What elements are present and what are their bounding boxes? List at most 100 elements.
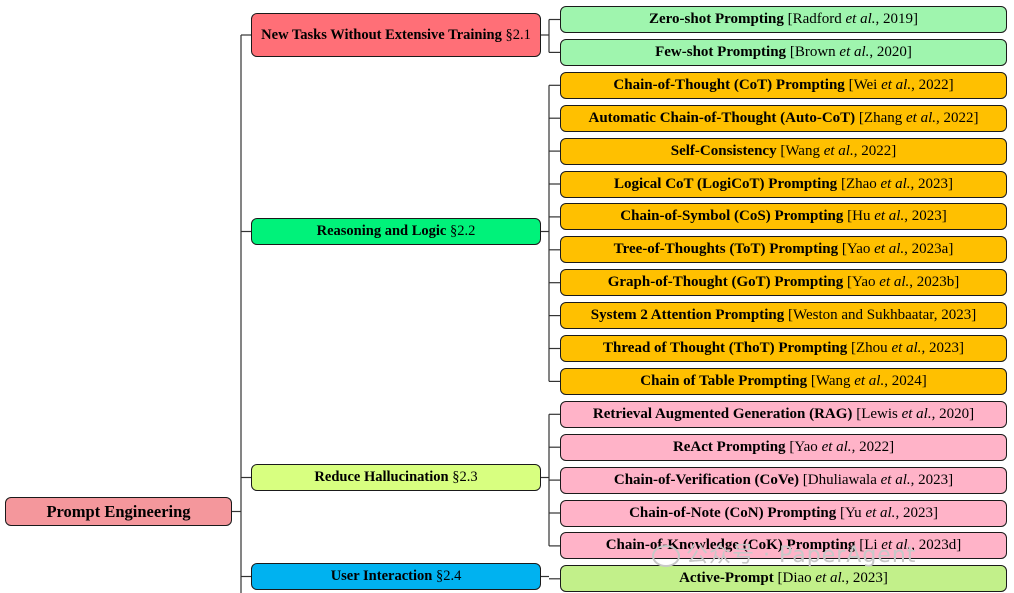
leaf-node: Retrieval Augmented Generation (RAG) [Le… <box>560 400 1007 428</box>
citation-year: 2023 <box>918 175 949 192</box>
citation-etal: et al. <box>879 274 910 291</box>
citation-authors: Radford <box>792 11 842 27</box>
leaf-text: System 2 Attention Prompting [Weston and… <box>590 307 977 324</box>
citation-etal: et al. <box>880 471 911 488</box>
method-name: Chain-of-Note (CoN) Prompting <box>629 504 837 521</box>
category-title: Reduce Hallucination <box>314 469 449 485</box>
leaf-node: Few-shot Prompting [Brown et al., 2020] <box>560 38 1007 66</box>
citation-etal: et al. <box>854 372 885 389</box>
leaf-text: Tree-of-Thoughts (ToT) Prompting [Yao et… <box>613 241 954 258</box>
leaf-node: Graph-of-Thought (GoT) Prompting [Yao et… <box>560 269 1007 297</box>
leaf-text: Zero-shot Prompting [Radford et al., 201… <box>648 11 919 27</box>
method-name: Automatic Chain-of-Thought (Auto-CoT) <box>588 109 856 126</box>
citation-year: 2023 <box>918 471 949 488</box>
leaf-text: Graph-of-Thought (GoT) Prompting [Yao et… <box>607 274 960 291</box>
citation-year: 2023d <box>918 537 957 554</box>
citation-etal: et al. <box>891 340 922 356</box>
leaf-node: Chain of Table Prompting [Wang et al., 2… <box>560 367 1007 395</box>
method-name: Chain-of-Symbol (CoS) Prompting <box>620 208 844 225</box>
citation-year: 2022 <box>859 438 890 455</box>
leaf-node: System 2 Attention Prompting [Weston and… <box>560 302 1007 330</box>
method-name: Chain-of-Verification (CoVe) <box>613 471 799 488</box>
citation-year: 2022 <box>918 76 949 93</box>
leaf-node: Self-Consistency [Wang et al., 2022] <box>560 137 1007 165</box>
method-name: Chain of Table Prompting <box>640 372 808 389</box>
leaf-text: Chain of Table Prompting [Wang et al., 2… <box>640 372 927 389</box>
citation-authors: Weston and Sukhbaatar <box>793 307 934 324</box>
citation-year: 2023 <box>852 570 883 587</box>
method-name: Self-Consistency <box>670 142 777 159</box>
category-text: Reasoning and Logic §2.2 <box>317 223 476 240</box>
citation-year: 2019 <box>883 11 914 27</box>
leaf-text: ReAct Prompting [Yao et al., 2022] <box>672 438 895 455</box>
method-name: ReAct Prompting <box>672 438 786 455</box>
leaf-text: Chain-of-Thought (CoT) Prompting [Wei et… <box>613 76 954 93</box>
leaf-node: Zero-shot Prompting [Radford et al., 201… <box>560 6 1007 33</box>
citation-year: 2023 <box>941 307 972 324</box>
citation-authors: Dhuliawala <box>807 471 877 488</box>
citation-year: 2023 <box>928 340 959 356</box>
citation-year: 2024 <box>891 372 922 389</box>
category-text: User Interaction §2.4 <box>331 568 462 585</box>
leaf-text: Active-Prompt [Diao et al., 2023] <box>679 570 888 587</box>
citation-year: 2020 <box>939 405 970 422</box>
method-name: Thread of Thought (ThoT) Prompting <box>603 340 848 356</box>
leaf-text: Few-shot Prompting [Brown et al., 2020] <box>655 43 912 60</box>
root-label: Prompt Engineering <box>46 502 191 521</box>
wechat-logo-icon <box>652 545 680 567</box>
category-node-3: Reduce Hallucination §2.3 <box>251 464 541 491</box>
leaf-node: Tree-of-Thoughts (ToT) Prompting [Yao et… <box>560 236 1007 264</box>
category-title: Reasoning and Logic <box>316 223 447 239</box>
citation-authors: Wang <box>785 142 820 159</box>
citation-etal: et al. <box>880 175 911 192</box>
category-text: Reduce Hallucination §2.3 <box>314 469 477 486</box>
citation-authors: Wei <box>853 76 878 93</box>
watermark: 公众号 · PaperAgent <box>652 537 916 569</box>
citation-etal: et al. <box>821 438 852 455</box>
category-section: §2.3 <box>452 469 478 485</box>
citation-authors: Lewis <box>861 405 898 422</box>
leaf-node: Thread of Thought (ThoT) Prompting [Zhou… <box>560 335 1007 362</box>
citation-etal: et al. <box>874 241 905 258</box>
method-name: Logical CoT (LogiCoT) Prompting <box>613 175 838 192</box>
root-node: Prompt Engineering <box>5 497 232 526</box>
method-name: Active-Prompt <box>679 570 774 587</box>
leaf-text: Retrieval Augmented Generation (RAG) [Le… <box>592 405 975 422</box>
citation-etal: et al. <box>845 11 876 27</box>
method-name: Chain-of-Thought (CoT) Prompting <box>613 76 845 93</box>
citation-authors: Yao <box>846 241 871 258</box>
citation-year: 2023 <box>902 504 933 521</box>
method-name: Tree-of-Thoughts (ToT) Prompting <box>613 241 839 258</box>
method-name: Graph-of-Thought (GoT) Prompting <box>607 274 844 291</box>
citation-authors: Brown <box>794 43 836 60</box>
leaf-node: Chain-of-Thought (CoT) Prompting [Wei et… <box>560 71 1007 99</box>
citation-authors: Yu <box>845 504 862 521</box>
citation-etal: et al. <box>839 43 870 60</box>
category-text: New Tasks Without Extensive Training §2.… <box>261 27 531 44</box>
category-title: User Interaction <box>330 568 433 584</box>
category-node-4: User Interaction §2.4 <box>251 563 541 590</box>
citation-etal: et al. <box>881 76 912 93</box>
leaf-text: Chain-of-Verification (CoVe) [Dhuliawala… <box>613 471 954 488</box>
citation-authors: Zhou <box>856 340 888 356</box>
category-node-1: New Tasks Without Extensive Training §2.… <box>251 13 541 57</box>
leaf-text: Logical CoT (LogiCoT) Prompting [Zhao et… <box>613 175 954 192</box>
citation-authors: Zhao <box>845 175 877 192</box>
method-name: System 2 Attention Prompting <box>590 307 785 324</box>
leaf-text: Self-Consistency [Wang et al., 2022] <box>670 142 897 159</box>
leaf-node: Chain-of-Verification (CoVe) [Dhuliawala… <box>560 466 1007 494</box>
category-section: §2.2 <box>449 223 476 239</box>
citation-authors: Hu <box>852 208 871 225</box>
method-name: Zero-shot Prompting <box>648 11 784 27</box>
method-name: Retrieval Augmented Generation (RAG) <box>592 405 853 422</box>
citation-authors: Yao <box>852 274 876 291</box>
citation-etal: et al. <box>823 142 854 159</box>
citation-etal: et al. <box>865 504 896 521</box>
citation-year: 2023b <box>916 274 955 291</box>
citation-etal: et al. <box>901 405 932 422</box>
watermark-text: 公众号 · PaperAgent <box>686 543 917 568</box>
citation-etal: et al. <box>874 208 905 225</box>
leaf-text: Chain-of-Symbol (CoS) Prompting [Hu et a… <box>620 208 947 225</box>
leaf-node: Chain-of-Note (CoN) Prompting [Yu et al.… <box>560 499 1007 527</box>
